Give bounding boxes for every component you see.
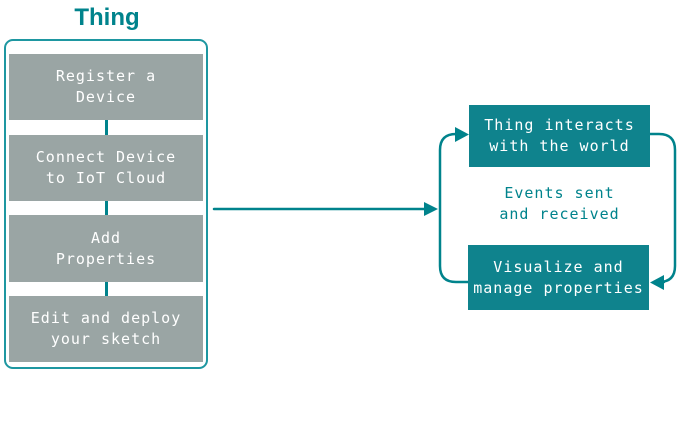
cycle-events-text: Events sent and received	[499, 184, 620, 223]
diagram-title: Thing	[74, 4, 140, 31]
step-connector	[105, 282, 108, 296]
step-label: Register a Device	[55, 67, 157, 106]
step-add-properties: Add Properties	[9, 215, 203, 282]
cycle-box-label: Thing interacts with the world	[484, 116, 635, 155]
flow-arrow	[212, 202, 438, 216]
step-label: Connect Device to IoT Cloud	[35, 148, 177, 187]
step-connector	[105, 201, 108, 215]
step-label: Add Properties	[55, 228, 157, 268]
step-register-device: Register a Device	[9, 54, 203, 120]
cycle-box-visualize-manage: Visualize and manage properties	[468, 245, 649, 310]
step-label: Edit and deploy your sketch	[30, 309, 182, 348]
cycle-box-thing-interacts: Thing interacts with the world	[469, 105, 650, 167]
cycle-up-arrow	[438, 127, 470, 284]
step-connect-device: Connect Device to IoT Cloud	[9, 135, 203, 201]
step-edit-deploy-sketch: Edit and deploy your sketch	[9, 296, 203, 362]
step-connector	[105, 120, 108, 135]
cycle-down-arrow	[648, 132, 677, 290]
cycle-box-label: Visualize and manage properties	[473, 257, 644, 297]
